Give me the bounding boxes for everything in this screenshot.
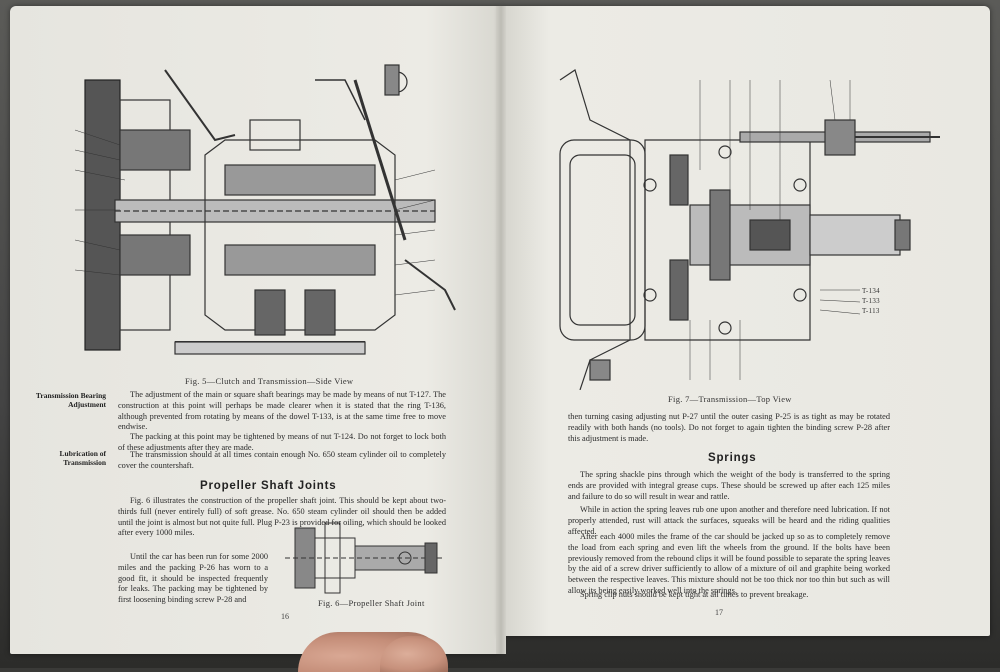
fig7-label-t134: T-134 [862, 287, 880, 295]
para-springs-3: After each 4000 miles the frame of the c… [568, 532, 890, 595]
right-page-number: 17 [715, 608, 723, 617]
fig6-caption: Fig. 6—Propeller Shaft Joint [318, 598, 425, 608]
fig7-label-t133: T-133 [862, 297, 880, 305]
finger-holding-book [380, 636, 448, 672]
para-bearing-adjustment-1: The adjustment of the main or square sha… [118, 390, 446, 432]
para-propeller-2: Until the car has been run for some 2000… [118, 552, 268, 605]
para-springs-4: Spring clip nuts should be kept tight at… [580, 590, 809, 599]
fig5-clutch-transmission-drawing [75, 64, 456, 355]
label-lubrication: Lubrication of Transmission [59, 449, 106, 467]
fig7-label-t113: T-113 [862, 307, 880, 315]
label-transmission-bearing: Transmission Bearing Adjustment [35, 391, 106, 409]
right-page [500, 6, 990, 636]
para-bearing-adjustment-2: The packing at this point may be tighten… [118, 432, 446, 452]
heading-springs: Springs [708, 452, 757, 464]
fig7-caption: Fig. 7—Transmission—Top View [668, 394, 792, 404]
para-springs-1: The spring shackle pins through which th… [568, 470, 890, 501]
left-page-number: 16 [281, 612, 289, 621]
book-gutter [496, 6, 506, 654]
fig5-caption: Fig. 5—Clutch and Transmission—Side View [185, 376, 354, 386]
fig6-propeller-joint-drawing [285, 522, 445, 594]
heading-propeller-shaft-joints: Propeller Shaft Joints [200, 480, 337, 492]
para-lubrication: The transmission should at all times con… [118, 450, 446, 470]
para-casing-adjustment: then turning casing adjusting nut P-27 u… [568, 412, 890, 443]
fig7-transmission-top-view-drawing [559, 69, 940, 390]
para-propeller-1: Fig. 6 illustrates the construction of t… [118, 496, 446, 538]
para-springs-2: While in action the spring leaves rub on… [568, 505, 890, 536]
